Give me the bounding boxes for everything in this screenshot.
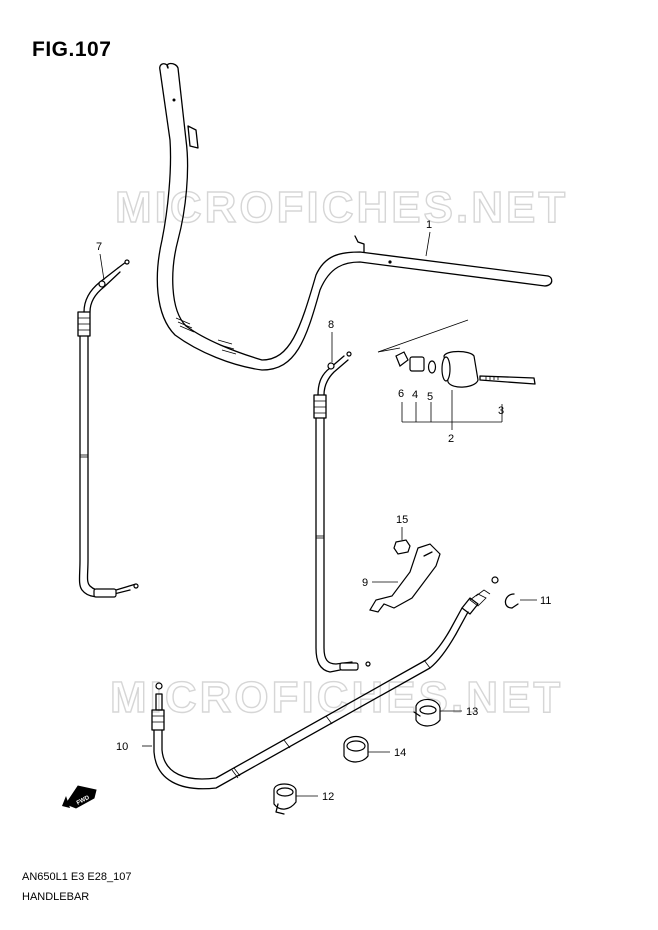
callout-11: 11 <box>540 595 551 607</box>
cable-part-7 <box>77 253 139 598</box>
leader-1 <box>425 231 431 257</box>
callout-8: 8 <box>328 319 334 331</box>
callout-7: 7 <box>96 241 102 253</box>
callout-9: 9 <box>362 577 368 589</box>
watermark-bottom: MICROFICHES.NET <box>110 673 563 722</box>
clamp-part-12 <box>273 783 318 815</box>
callout-2: 2 <box>448 433 454 445</box>
bracket-part-9 <box>369 527 441 613</box>
callout-6: 6 <box>398 388 404 400</box>
callout-14: 14 <box>394 747 406 759</box>
watermark-top: MICROFICHES.NET <box>115 183 568 232</box>
fwd-arrow-icon: FWD <box>62 785 97 809</box>
callout-1: 1 <box>426 219 432 231</box>
callout-12: 12 <box>322 791 334 803</box>
callout-3: 3 <box>498 405 504 417</box>
callout-5: 5 <box>427 391 433 403</box>
figure-title: FIG.107 <box>32 38 112 61</box>
section-name: HANDLEBAR <box>22 891 90 903</box>
callout-4: 4 <box>412 389 418 401</box>
e-ring-part-11 <box>504 593 537 609</box>
callout-15: 15 <box>396 514 408 526</box>
callout-10: 10 <box>116 741 128 753</box>
clamp-part-14 <box>343 735 390 763</box>
clamp-part-13 <box>413 698 462 727</box>
callout-13: 13 <box>466 706 478 718</box>
grip-end-assembly <box>377 319 536 430</box>
handlebar-part-1 <box>156 62 553 371</box>
cable-part-8 <box>313 332 371 673</box>
model-code: AN650L1 E3 E28_107 <box>22 871 132 883</box>
cable-part-10 <box>142 576 499 790</box>
